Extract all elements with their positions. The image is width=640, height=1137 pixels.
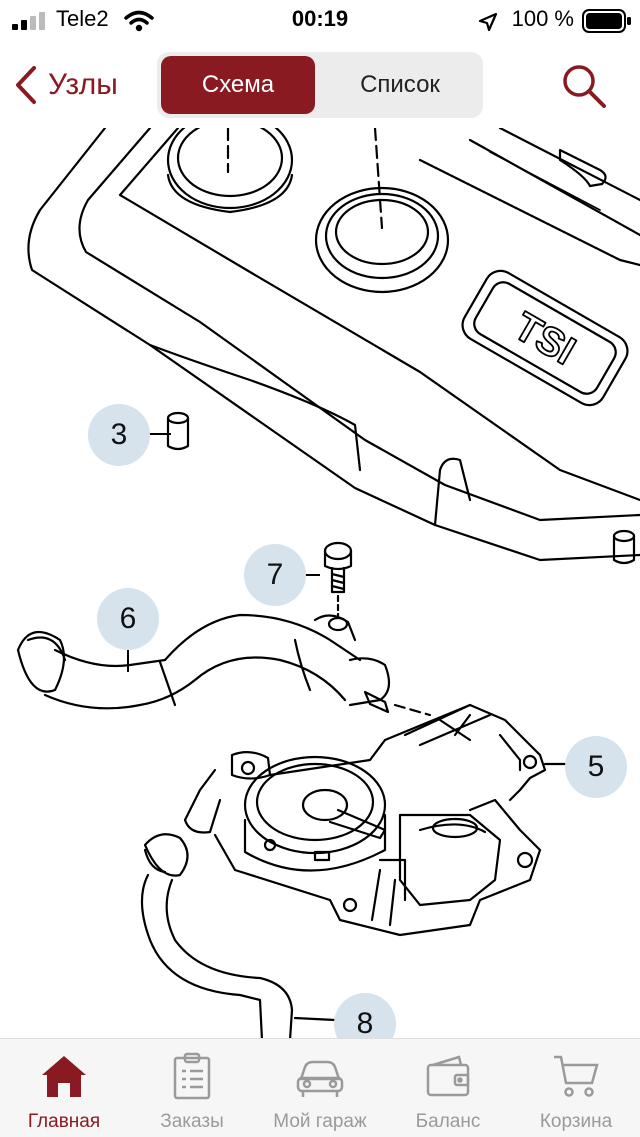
clock: 00:19 xyxy=(291,6,349,31)
tab-home[interactable]: Главная xyxy=(0,1039,128,1137)
tab-cart-label: Корзина xyxy=(539,1111,613,1132)
nav-bar: Узлы Схема Список xyxy=(0,42,640,128)
leader-line-3 xyxy=(149,433,171,435)
signal-icon xyxy=(12,12,45,30)
callout-7[interactable]: 7 xyxy=(244,544,306,606)
location-icon xyxy=(478,12,498,32)
callout-5[interactable]: 5 xyxy=(565,736,627,798)
bolt-7 xyxy=(323,541,353,618)
leader-line-7 xyxy=(296,574,320,576)
back-label: Узлы xyxy=(48,68,118,101)
cart-icon xyxy=(554,1055,599,1097)
callout-6[interactable]: 6 xyxy=(97,588,159,650)
segment-list[interactable]: Список xyxy=(360,71,440,98)
carrier-name: Tele2 xyxy=(56,6,109,31)
tab-orders-label: Заказы xyxy=(160,1111,224,1132)
car-icon xyxy=(296,1060,344,1097)
view-segmented-control: Схема Список xyxy=(157,52,483,118)
tab-balance[interactable]: Баланс xyxy=(384,1039,512,1137)
search-icon[interactable] xyxy=(560,62,608,110)
tab-garage[interactable]: Мой гараж xyxy=(256,1039,384,1137)
grommet-right xyxy=(612,529,636,565)
tsi-emblem-text: TSI xyxy=(507,304,583,373)
oil-separator-5 xyxy=(183,703,567,937)
chevron-left-icon xyxy=(16,66,36,104)
tab-balance-label: Баланс xyxy=(415,1111,481,1132)
wifi-icon xyxy=(124,10,154,32)
grommet-3 xyxy=(166,411,190,451)
engine-cover: TSI xyxy=(27,128,640,562)
engine-parts-drawing: TSI xyxy=(16,128,640,1038)
hose-8 xyxy=(140,833,337,1038)
hose-6 xyxy=(16,613,432,717)
battery-icon xyxy=(582,9,631,33)
tab-bar: Главная Заказы Мой гараж xyxy=(0,1038,640,1137)
tab-cart[interactable]: Корзина xyxy=(512,1039,640,1137)
wallet-icon xyxy=(426,1055,470,1097)
orders-icon xyxy=(173,1052,211,1100)
callout-8[interactable]: 8 xyxy=(334,993,396,1038)
tab-garage-label: Мой гараж xyxy=(273,1111,367,1132)
home-icon xyxy=(42,1056,86,1097)
back-button[interactable]: Узлы xyxy=(14,60,118,110)
tab-orders[interactable]: Заказы xyxy=(128,1039,256,1137)
segment-scheme[interactable]: Схема xyxy=(161,56,315,114)
parts-diagram[interactable]: TSI xyxy=(0,128,640,1038)
battery-percent: 100 % xyxy=(511,6,574,31)
callout-3[interactable]: 3 xyxy=(88,404,150,466)
tab-home-label: Главная xyxy=(27,1111,101,1132)
status-bar: Tele2 00:19 100 % xyxy=(0,0,640,42)
leader-line-6 xyxy=(127,650,129,672)
